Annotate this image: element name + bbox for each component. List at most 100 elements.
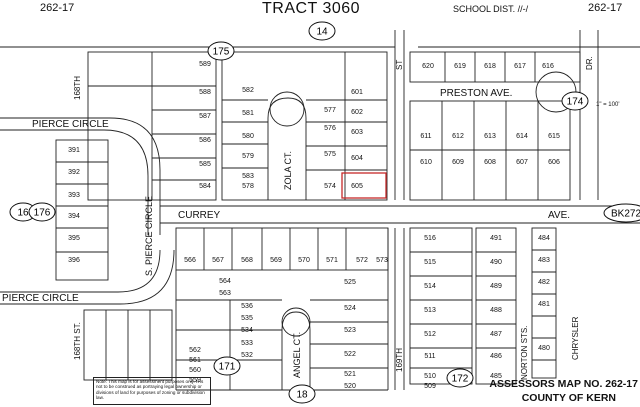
parcel-number: 619 (454, 63, 466, 70)
parcel-number: 602 (351, 109, 363, 116)
parcel-number: 509 (424, 383, 436, 390)
county-name: COUNTY OF KERN (521, 392, 616, 404)
parcel-number: 579 (242, 153, 254, 160)
parcel-number: 601 (351, 89, 363, 96)
parcel-number: 562 (189, 347, 201, 354)
street-169th: 169TH (395, 348, 404, 372)
parcel-number: 485 (490, 373, 502, 380)
parcel-number: 573 (376, 257, 388, 264)
circled-marker-label: 14 (316, 27, 328, 38)
parcel-number: 604 (351, 155, 363, 162)
parcel-number: 521 (344, 371, 356, 378)
street-preston-ave: PRESTON AVE. (440, 88, 512, 99)
circled-marker-label: BK272 (611, 209, 640, 220)
parcel-number: 510 (424, 373, 436, 380)
parcel-number: 584 (199, 183, 211, 190)
circled-marker: 14 (308, 21, 336, 41)
parcel-number: 560 (189, 367, 201, 374)
parcel-number: 532 (241, 352, 253, 359)
street-168th-bottom: 168TH ST. (73, 322, 82, 360)
parcel-number: 520 (344, 383, 356, 390)
parcel-number: 491 (490, 235, 502, 242)
parcel-number: 620 (422, 63, 434, 70)
circled-marker: 172 (446, 368, 474, 388)
parcel-number: 574 (324, 183, 336, 190)
parcel-number: 571 (326, 257, 338, 264)
parcel-number: 568 (241, 257, 253, 264)
parcel-number: 514 (424, 283, 436, 290)
parcel-number: 393 (68, 192, 80, 199)
parcel-number: 512 (424, 331, 436, 338)
parcel-number: 486 (490, 353, 502, 360)
street-angel-ct: ANGEL CT. (292, 332, 302, 378)
parcel-number: 608 (484, 159, 496, 166)
circled-marker: BK272 (603, 203, 640, 223)
street-dr-label: DR. (585, 56, 594, 70)
parcel-number: 522 (344, 351, 356, 358)
parcel-number: 616 (542, 63, 554, 70)
parcel-number: 483 (538, 257, 550, 264)
assessor-map-number: ASSESSORS MAP NO. 262-17 (489, 378, 638, 390)
parcel-number: 615 (548, 133, 560, 140)
circled-marker: 171 (213, 356, 241, 376)
parcel-number: 515 (424, 259, 436, 266)
page-number-right: 262-17 (588, 2, 623, 14)
parcel-number: 484 (538, 235, 550, 242)
circled-marker-label: 175 (213, 47, 230, 58)
circled-marker: 174 (561, 91, 589, 111)
parcel-number: 576 (324, 125, 336, 132)
page-number-left: 262-17 (40, 2, 75, 14)
parcel-number: 577 (324, 107, 336, 114)
parcel-number: 561 (189, 357, 201, 364)
street-pierce-circle-lower: PIERCE CIRCLE (2, 293, 79, 304)
parcel-number: 580 (242, 133, 254, 140)
circled-marker-label: 18 (296, 390, 308, 401)
parcel-number: 536 (241, 303, 253, 310)
parcel-number: 611 (420, 133, 431, 140)
parcel-number: 569 (270, 257, 282, 264)
circled-marker-label: 176 (34, 208, 51, 219)
parcel-number: 394 (68, 213, 80, 220)
circled-marker-label: 174 (567, 97, 584, 108)
parcel-number: 572 (356, 257, 368, 264)
street-curry-suffix: AVE. (548, 210, 570, 221)
parcel-number: 606 (548, 159, 560, 166)
circled-marker: 175 (207, 41, 235, 61)
street-st-label: ST (395, 60, 404, 70)
parcel-number: 566 (184, 257, 196, 264)
parcel-number: 482 (538, 279, 550, 286)
circled-marker: 176 (28, 202, 56, 222)
street-zola-ct: ZOLA CT. (283, 151, 293, 190)
parcel-number: 564 (219, 278, 231, 285)
parcel-number: 489 (490, 283, 502, 290)
circled-marker-label: 172 (452, 374, 469, 385)
parcel-number: 610 (420, 159, 432, 166)
parcel-number: 583 (242, 173, 254, 180)
parcel-number: 586 (199, 137, 211, 144)
parcel-number: 535 (241, 315, 253, 322)
parcel-number: 603 (351, 129, 363, 136)
parcel-number: 570 (298, 257, 310, 264)
parcel-number: 617 (514, 63, 526, 70)
map-scale: 1" = 100' (596, 102, 619, 108)
parcel-number: 513 (424, 307, 436, 314)
street-chrysler: CHRYSLER (571, 316, 580, 360)
parcel-number: 392 (68, 169, 80, 176)
parcel-number: 587 (199, 113, 211, 120)
parcel-number: 487 (490, 331, 502, 338)
circled-marker-label: 171 (219, 362, 236, 373)
parcel-number: 480 (538, 345, 550, 352)
parcel-number: 585 (199, 161, 211, 168)
parcel-number: 605 (351, 183, 363, 190)
parcel-number: 524 (344, 305, 356, 312)
parcel-number: 516 (424, 235, 436, 242)
parcel-number: 534 (241, 327, 253, 334)
street-pierce-circle-vertical: S. PIERCE CIRCLE (144, 196, 154, 276)
parcel-numbers: 5895885875865855845825815805795785775765… (68, 61, 560, 390)
circled-marker-label: 16 (17, 208, 29, 219)
parcel-number: 488 (490, 307, 502, 314)
assessment-note: Note: This map is for assessment purpose… (93, 377, 211, 405)
circled-marker: 18 (288, 384, 316, 404)
parcel-number: 525 (344, 279, 356, 286)
